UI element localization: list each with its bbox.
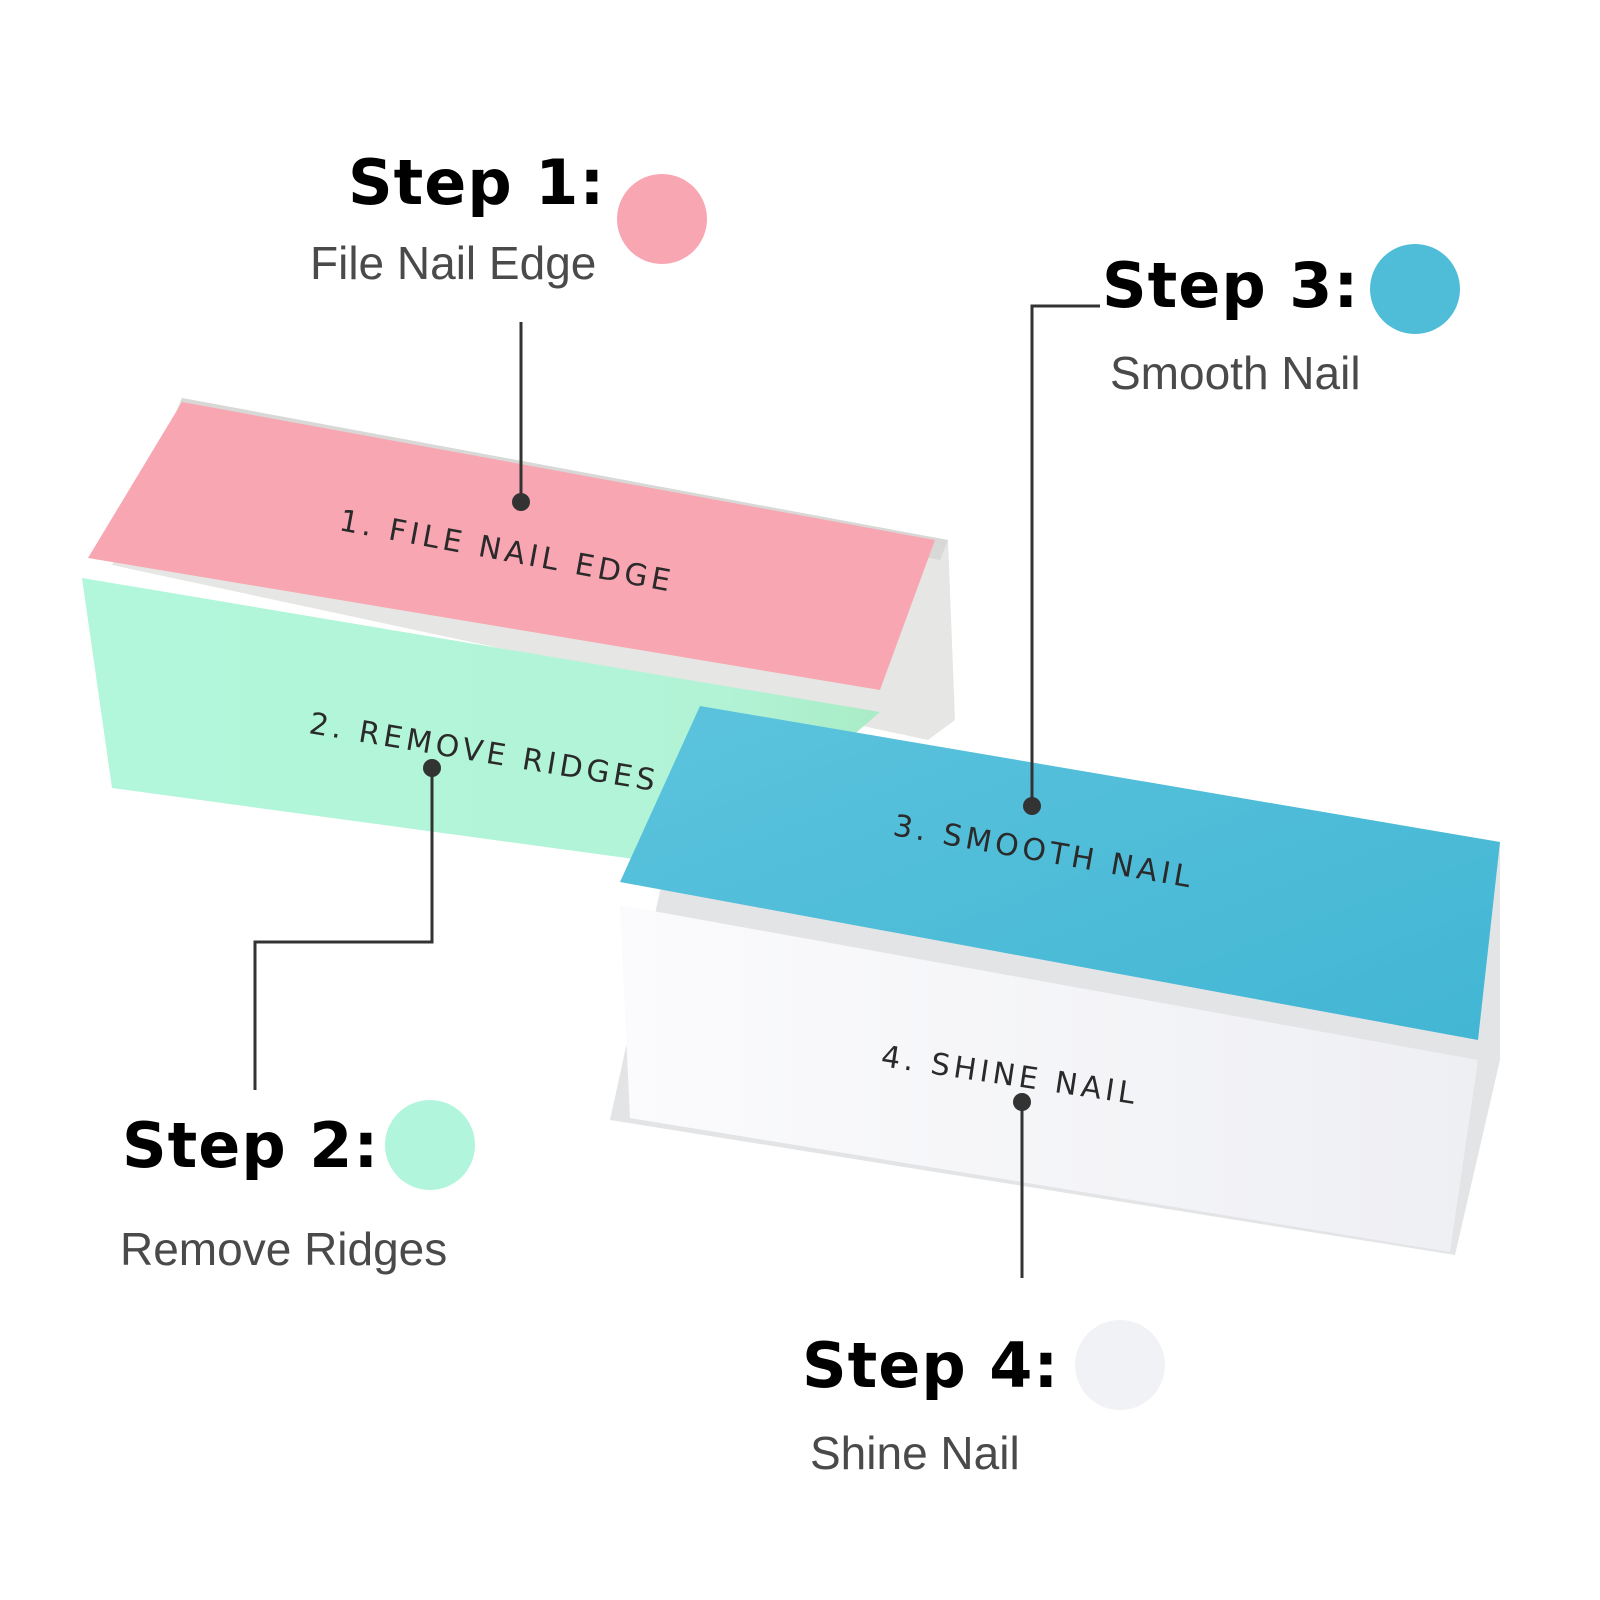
callout-dot-step-3 [1023,797,1041,815]
step-1-description: File Nail Edge [310,237,597,289]
step-3-title: Step 3: [1102,249,1360,322]
step-3-description: Smooth Nail [1110,347,1361,399]
callout-line-step-3 [1030,304,1100,806]
buffer-block-right: 3. SMOOTH NAIL 4. SHINE NAIL [610,706,1500,1255]
callout-lines [253,304,1100,1278]
step-2-color-dot [385,1100,475,1190]
step-3-color-dot [1370,244,1460,334]
face-blue [620,706,1500,1040]
step-4-title: Step 4: [802,1329,1060,1402]
callout-dots [423,493,1041,1111]
callout-dot-step-1 [512,493,530,511]
step-2-description: Remove Ridges [120,1223,448,1275]
callout-dot-step-4 [1013,1093,1031,1111]
callout-line-step-2 [253,768,434,1090]
face-white [620,905,1478,1252]
step-1-title: Step 1: [348,146,606,219]
face-pink [88,402,935,690]
callout-dot-step-2 [423,759,441,777]
step-4-color-dot [1075,1320,1165,1410]
step-4-description: Shine Nail [810,1427,1020,1479]
step-2-title: Step 2: [122,1109,380,1182]
step-1-color-dot [617,174,707,264]
